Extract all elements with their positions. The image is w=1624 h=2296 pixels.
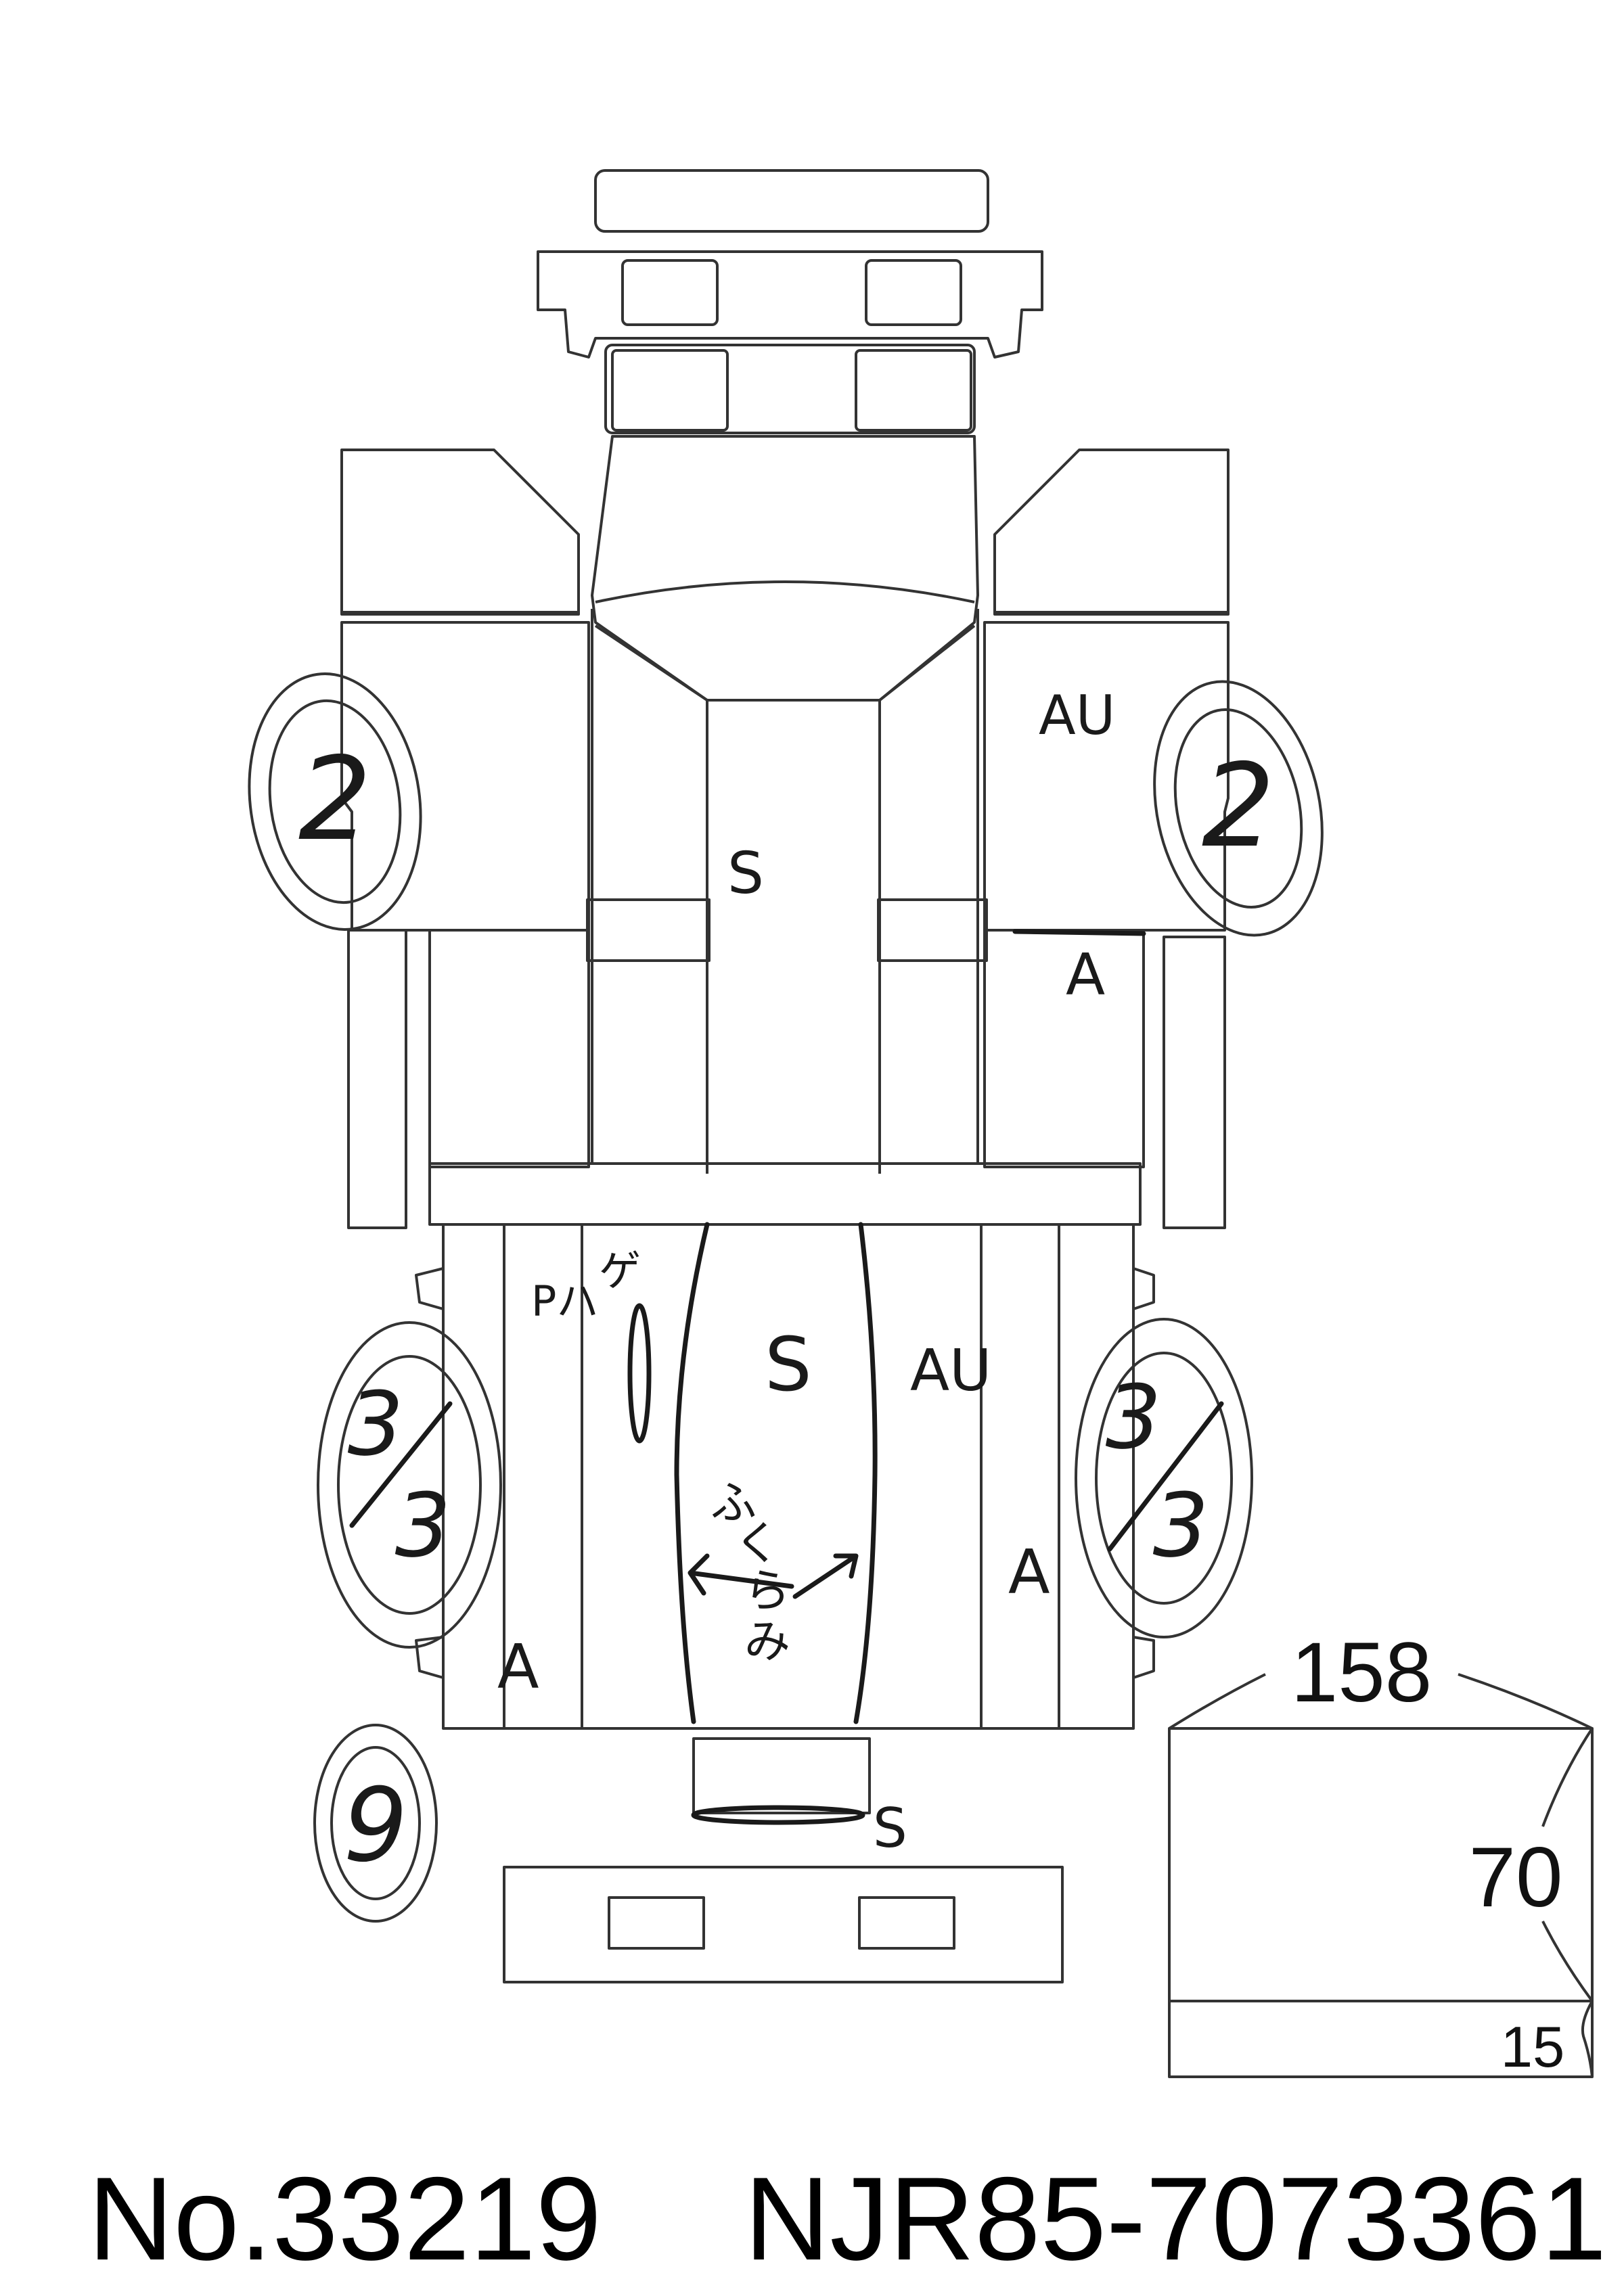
front-grille	[537, 250, 1043, 359]
bulge-char-2: く	[734, 1517, 780, 1571]
front-left-wheel: 2	[248, 672, 422, 931]
bed-height-label: 70	[1468, 1831, 1562, 1925]
bulge-line-right	[853, 1222, 878, 1724]
bed-lower-label: 15	[1501, 2015, 1565, 2080]
cab-hood-curve	[595, 580, 975, 603]
front-right-wheel: 2	[1153, 680, 1324, 937]
rear-lamp-right	[858, 1896, 955, 1950]
cab-rear-bar	[428, 1162, 1142, 1226]
windshield-lamp-left	[611, 349, 729, 432]
rear-step-scratch	[691, 1805, 865, 1825]
cab-roof	[594, 624, 976, 1174]
bed-tab-left-top	[415, 1267, 444, 1310]
front-lamp-right	[865, 259, 962, 326]
rear-right-wheel-grade-top: 3	[1106, 1366, 1162, 1469]
bed-length-label: 158	[1291, 1626, 1433, 1720]
bulge-char-1: ふ	[710, 1477, 757, 1530]
rear-lamp-left	[608, 1896, 705, 1950]
bed-left-oval	[627, 1303, 652, 1444]
bed-tab-left-bot	[415, 1636, 444, 1679]
spare-wheel-grade: 9	[343, 1767, 407, 1885]
mark-bed-left-lower: A	[497, 1632, 539, 1703]
spare-wheel: 9	[313, 1724, 438, 1923]
mark-bed-left-top-line2: ゲ	[599, 1246, 641, 1295]
damage-marks: AU S A Pハ ゲ S AU A A ふ く ら み S	[497, 684, 1146, 1860]
windshield-lamp-right	[855, 349, 972, 432]
rear-right-wheel: 3 3	[1075, 1318, 1253, 1638]
rear-left-wheel-grade-bottom: 3	[395, 1474, 451, 1577]
cargo-bed	[442, 1223, 1135, 1730]
rear-step	[692, 1737, 871, 1814]
lot-number: No.33219	[88, 2153, 602, 2285]
right-step	[1163, 936, 1226, 1229]
rear-bumper	[503, 1866, 1064, 1983]
cab-bar-right	[877, 898, 988, 962]
bulge-arrow-left	[687, 1553, 794, 1596]
mark-right-door: A	[1066, 942, 1105, 1009]
bed-tab-right-bot	[1133, 1636, 1155, 1679]
front-right-wheel-grade: 2	[1202, 739, 1275, 873]
mark-bed-left-top-line1: Pハ	[531, 1277, 598, 1326]
bulge-char-3: ら	[744, 1565, 790, 1618]
mark-bed-right-lower: A	[1008, 1537, 1050, 1608]
left-upper-panel	[340, 449, 580, 616]
mark-front-right-fender: AU	[1039, 684, 1115, 747]
front-left-wheel-grade: 2	[298, 733, 371, 867]
left-door	[340, 621, 590, 1168]
rear-right-wheel-grade-bottom: 3	[1153, 1474, 1209, 1577]
chassis-number: NJR85-7073361	[744, 2153, 1606, 2285]
bed-dimension-diagram: 158 70 15	[1168, 1626, 1594, 2080]
windshield-frame	[604, 344, 976, 434]
bulge-char-4: み	[744, 1615, 790, 1669]
cab-bar-left	[586, 898, 710, 962]
rear-left-wheel: 3 3	[317, 1321, 502, 1649]
front-lamp-left	[621, 259, 719, 326]
bulge-arrow-right	[792, 1553, 859, 1599]
bed-tab-right-top	[1133, 1267, 1155, 1310]
front-bumper	[594, 169, 989, 233]
mark-rear-step: S	[873, 1797, 907, 1860]
rear-left-wheel-grade-top: 3	[348, 1373, 404, 1475]
left-step	[347, 929, 407, 1229]
mark-bed-floor: S	[765, 1321, 812, 1408]
right-door-scratch	[1012, 929, 1146, 936]
bulge-line-left	[674, 1222, 710, 1724]
mark-cab-roof: S	[727, 840, 764, 907]
right-upper-panel	[993, 449, 1230, 616]
truck-outline	[340, 169, 1230, 1983]
mark-bed-right-side: AU	[910, 1337, 991, 1404]
